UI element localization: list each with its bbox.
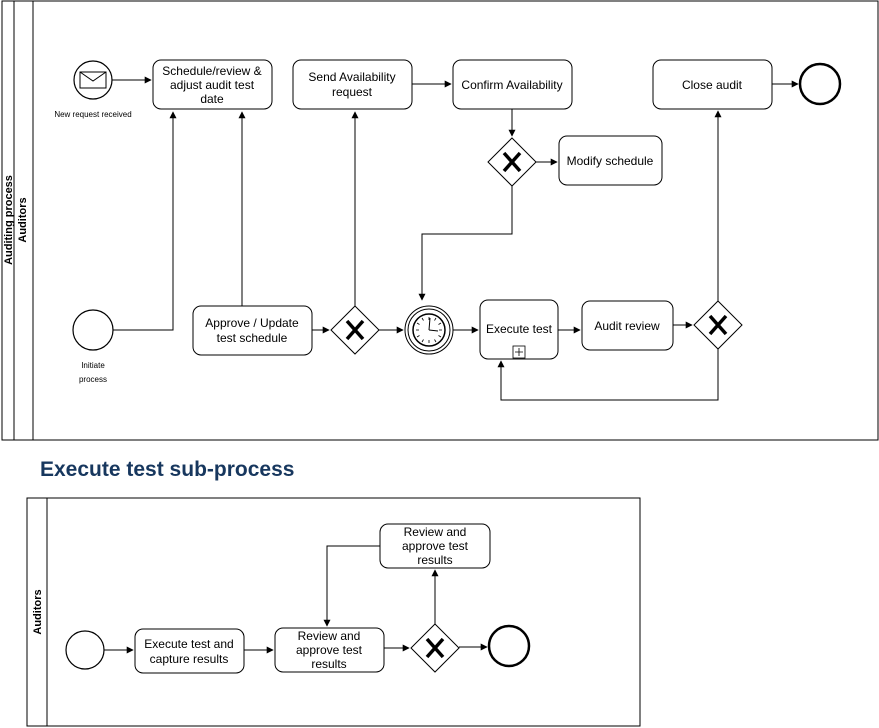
x-icon	[502, 151, 522, 173]
task-capture-line2: capture results	[150, 652, 229, 666]
task-review-top-line1: Review and	[404, 525, 467, 539]
message-start-label: New request received	[54, 110, 131, 119]
task-review-mid-line3: results	[311, 657, 346, 671]
initiate-start-event[interactable]	[72, 309, 114, 351]
task-schedule-line2: adjust audit test	[170, 78, 255, 92]
task-execute-test[interactable]: Execute test	[479, 299, 559, 360]
task-confirm-label: Confirm Availability	[461, 78, 562, 92]
task-send-availability[interactable]: Send Availability request	[292, 59, 413, 110]
x-icon	[425, 637, 445, 659]
task-send-line2: request	[332, 85, 373, 99]
task-review-top-line3: results	[417, 553, 452, 567]
task-confirm-availability[interactable]: Confirm Availability	[452, 59, 573, 110]
task-send-line1: Send Availability	[308, 70, 395, 84]
main-sequence-flows	[112, 76, 799, 401]
x-icon	[708, 314, 728, 336]
clock-icon	[412, 313, 446, 347]
task-execute-label: Execute test	[486, 322, 553, 336]
exclusive-gateway-confirm[interactable]	[487, 137, 537, 187]
task-approve-line2: test schedule	[217, 331, 288, 345]
envelope-icon	[79, 71, 107, 89]
lane-label: Auditors	[17, 197, 29, 242]
exclusive-gateway-approve[interactable]	[330, 305, 380, 355]
sub-start-event[interactable]	[65, 630, 105, 670]
task-approve-update[interactable]: Approve / Update test schedule	[192, 305, 313, 356]
subprocess-lane-label: Auditors	[32, 589, 44, 634]
sub-sequence-flows	[104, 545, 488, 654]
task-review-mid-line2: approve test	[296, 643, 363, 657]
task-review-approve-main[interactable]: Review and approve test results	[274, 627, 385, 673]
task-close-label: Close audit	[682, 78, 743, 92]
task-schedule-review[interactable]: Schedule/review & adjust audit test date	[152, 59, 273, 110]
task-schedule-line1: Schedule/review &	[162, 64, 261, 78]
task-modify-schedule[interactable]: Modify schedule	[558, 135, 663, 186]
subprocess-pool: Auditors	[26, 497, 641, 727]
task-approve-line1: Approve / Update	[205, 316, 299, 330]
sub-end-event[interactable]	[487, 624, 531, 668]
task-review-mid-line1: Review and	[298, 629, 361, 643]
task-capture-line1: Execute test and	[144, 637, 233, 651]
task-schedule-line3: date	[200, 92, 224, 106]
initiate-label-line1: Initiate	[81, 361, 105, 370]
subprocess-marker-icon[interactable]	[512, 345, 526, 359]
timer-event[interactable]	[404, 305, 454, 355]
task-execute-capture[interactable]: Execute test and capture results	[134, 628, 245, 674]
subprocess-title: Execute test sub-process	[40, 458, 295, 481]
message-start-event[interactable]	[73, 60, 113, 100]
task-modify-label: Modify schedule	[567, 154, 654, 168]
x-icon	[345, 319, 365, 341]
task-review-approve-rework[interactable]: Review and approve test results	[379, 523, 491, 569]
task-close-audit[interactable]: Close audit	[652, 59, 773, 110]
pool-title: Auditing process	[3, 175, 15, 265]
sub-exclusive-gateway[interactable]	[410, 623, 460, 673]
task-audit-review[interactable]: Audit review	[581, 300, 674, 351]
task-audit-label: Audit review	[594, 319, 660, 333]
initiate-label-line2: process	[79, 375, 107, 384]
task-review-top-line2: approve test	[402, 539, 469, 553]
end-event[interactable]	[798, 62, 842, 106]
